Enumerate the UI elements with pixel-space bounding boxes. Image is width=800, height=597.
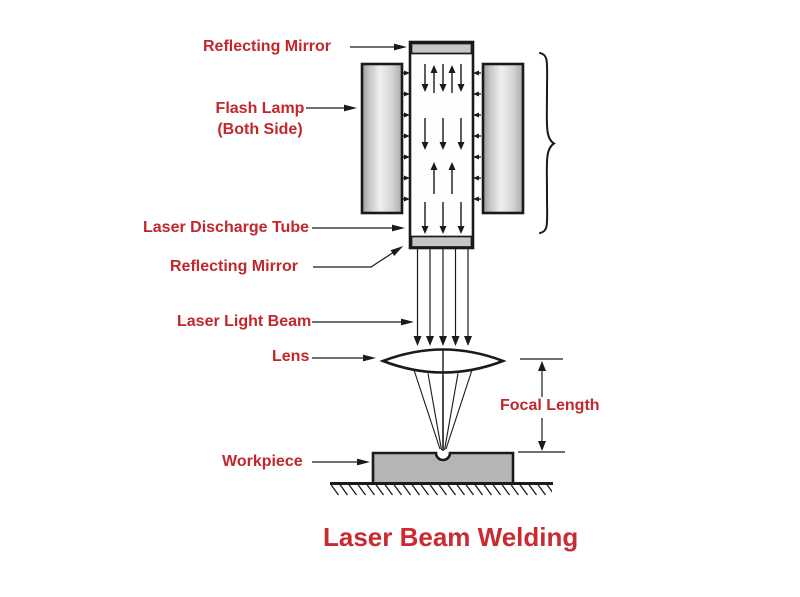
- label-workpiece: Workpiece: [222, 453, 303, 470]
- label-laser-discharge-tube: Laser Discharge Tube: [143, 219, 309, 236]
- diagram-title: Laser Beam Welding: [323, 522, 579, 552]
- leader-reflecting-mirror-bottom: [313, 245, 404, 268]
- label-flash-lamp: Flash Lamp (Both Side): [180, 98, 340, 140]
- pump-arrows-left: [402, 70, 410, 202]
- leader-lines: [306, 43, 414, 466]
- tube-photon-arrows: [421, 64, 465, 234]
- label-reflecting-mirror-top: Reflecting Mirror: [203, 38, 332, 55]
- label-reflecting-mirror-bottom: Reflecting Mirror: [170, 258, 299, 275]
- flash-lamp-right: [481, 62, 525, 215]
- laser-discharge-tube: [408, 40, 475, 250]
- laser-beam-lines: [413, 248, 472, 346]
- workpiece-shape: [371, 451, 515, 485]
- label-flash-lamp-line1: Flash Lamp: [215, 100, 305, 117]
- flash-lamp-left: [360, 62, 404, 215]
- label-flash-lamp-line2: (Both Side): [217, 121, 303, 138]
- reflecting-mirror-bottom-shape: [410, 235, 473, 248]
- label-focal-length: Focal Length: [500, 397, 600, 414]
- label-laser-light-beam: Laser Light Beam: [177, 313, 312, 330]
- ground-hatching: [331, 484, 552, 496]
- reflecting-mirror-top-shape: [410, 42, 473, 55]
- cavity-brace: [539, 52, 556, 234]
- pump-arrows-right: [473, 70, 481, 202]
- focal-length-dimension: [518, 358, 565, 453]
- converging-beams: [413, 369, 473, 451]
- label-lens: Lens: [272, 348, 310, 365]
